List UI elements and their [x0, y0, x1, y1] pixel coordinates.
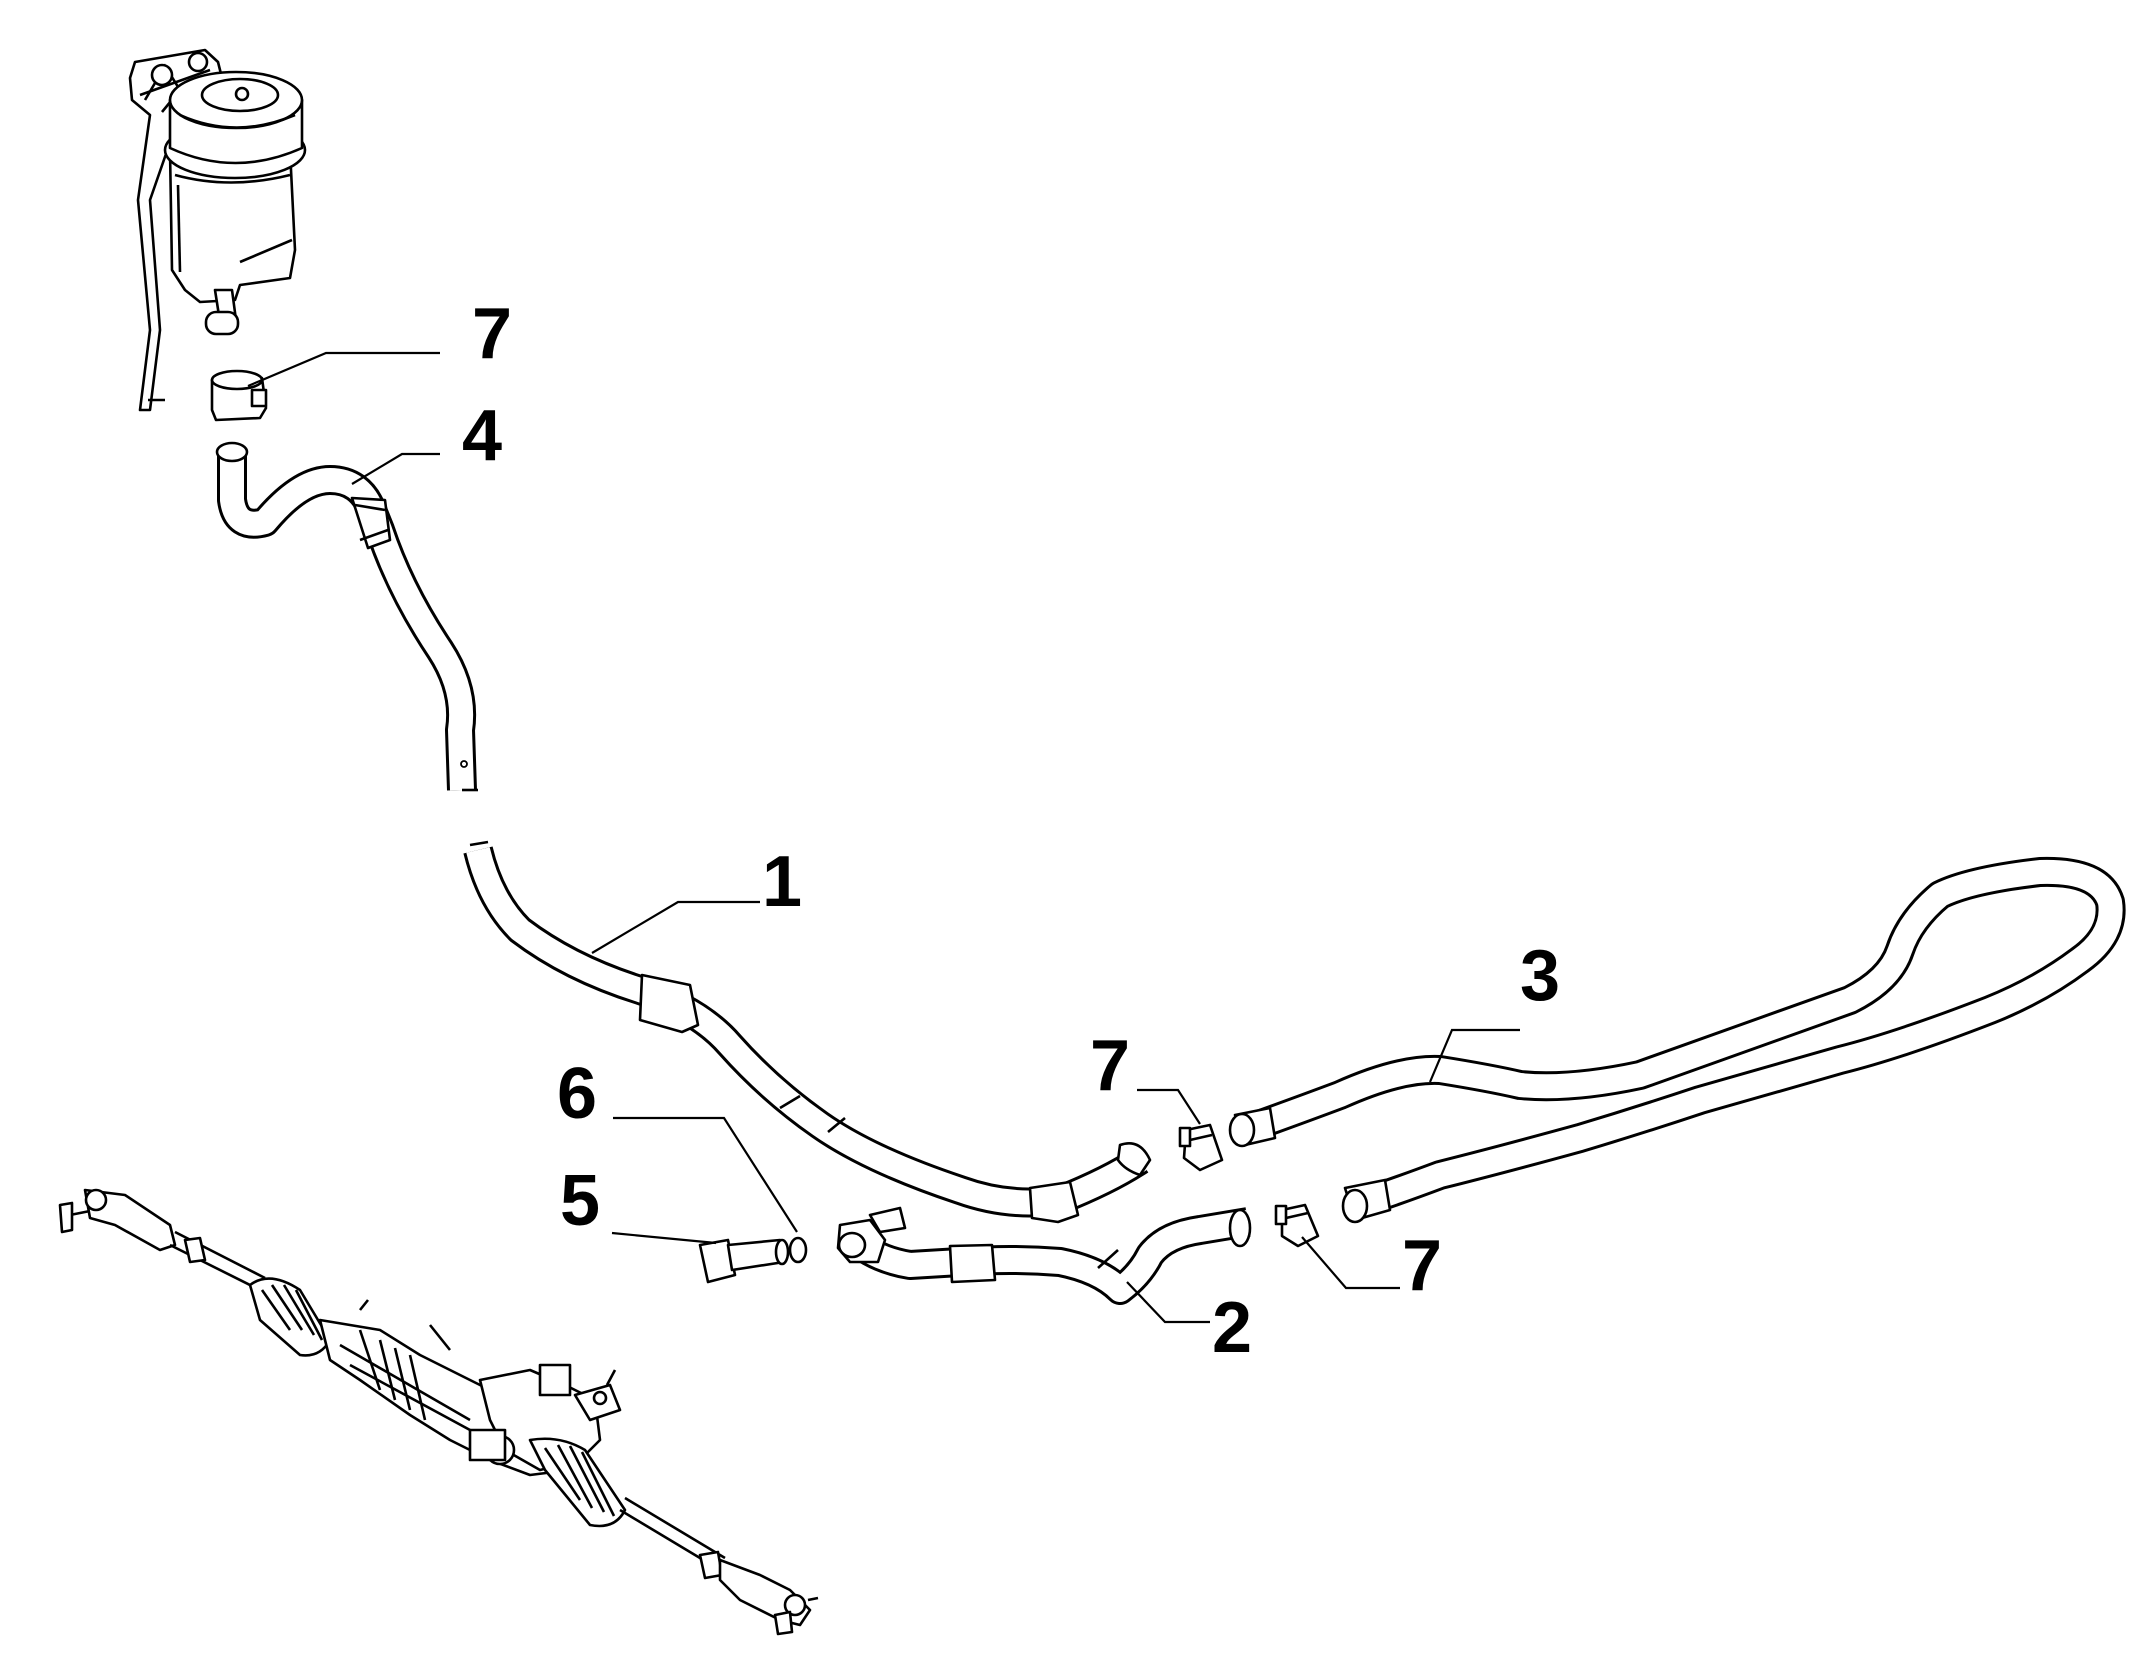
hose-2 [836, 1206, 1252, 1305]
hose-4 [215, 441, 478, 792]
fluid-reservoir [128, 48, 307, 412]
callout-7-right: 7 [1402, 1226, 1442, 1306]
o-ring-6 [788, 1236, 808, 1264]
hose-clamp-7-right [1274, 1203, 1320, 1248]
callout-labels: 7 4 1 3 7 6 5 7 2 [462, 294, 1560, 1368]
callout-2: 2 [1212, 1288, 1252, 1368]
callout-4: 4 [462, 396, 502, 476]
hose-1 [463, 840, 1152, 1224]
hose-3 [1228, 856, 2126, 1224]
hose-clamp-7-top [210, 369, 268, 422]
callout-6: 6 [557, 1054, 597, 1134]
leader-lines [247, 351, 1520, 1324]
steering-rack [58, 1188, 819, 1636]
hose-clamp-7-middle [1178, 1123, 1224, 1172]
callout-5: 5 [560, 1161, 600, 1241]
callout-1: 1 [762, 842, 802, 922]
callout-7-middle: 7 [1090, 1026, 1130, 1106]
callout-3: 3 [1520, 936, 1560, 1016]
banjo-bolt-5 [698, 1238, 790, 1284]
callout-7-top: 7 [472, 294, 512, 374]
